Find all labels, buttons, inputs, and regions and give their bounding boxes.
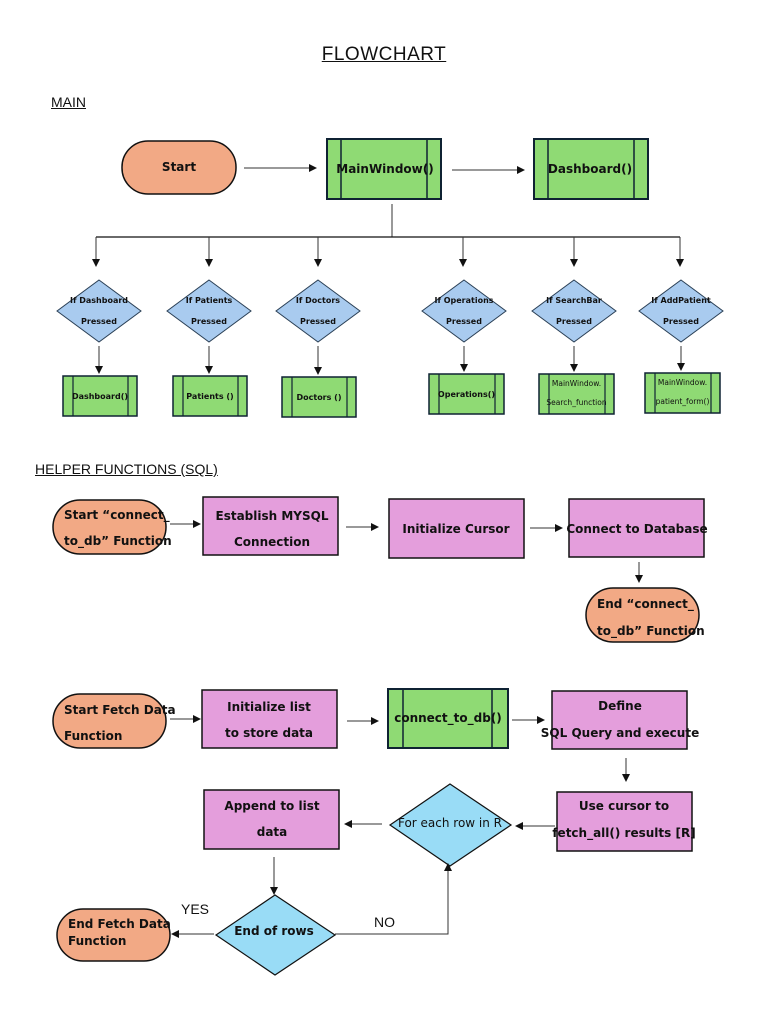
- initialize-list-process: Initialize list to store data: [201, 689, 338, 749]
- decision-label-line2: Pressed: [300, 317, 336, 326]
- connect-database-process: Connect to Database: [566, 498, 708, 558]
- define-query-process: Define SQL Query and execute: [541, 690, 699, 750]
- for-each-row-label: For each row in R: [398, 816, 502, 830]
- yes-label: YES: [181, 901, 209, 917]
- decision-label-line1: If SearchBar: [546, 296, 602, 305]
- action-label-line2: patient_form(): [656, 397, 710, 406]
- end-of-rows-decision: End of rows: [214, 894, 337, 976]
- connect-to-db-call-process: connect_to_db(): [387, 688, 509, 749]
- start-label: Start: [162, 160, 196, 174]
- end-of-rows-label: End of rows: [234, 924, 314, 938]
- append-to-list-process: Append to list data: [203, 789, 340, 850]
- decision-label-line1: If Patients: [186, 296, 233, 305]
- decision-label-line1: If AddPatient: [651, 296, 711, 305]
- no-label: NO: [374, 914, 395, 930]
- connect-start-terminal: Start “connect_ to_db” Function: [52, 499, 172, 555]
- action-label-line1: MainWindow.: [658, 378, 707, 387]
- dashboard-label: Dashboard(): [548, 162, 632, 176]
- initialize-cursor-label: Initialize Cursor: [402, 522, 509, 536]
- connect-end-line2: to_db” Function: [597, 624, 705, 639]
- connect-to-db-call-label: connect_to_db(): [394, 711, 502, 726]
- action-label-line2: Search_function: [546, 398, 606, 407]
- decision-diamond: [166, 279, 252, 343]
- action-label: Patients (): [186, 392, 233, 401]
- decision-label-line2: Pressed: [446, 317, 482, 326]
- action-label: Dashboard(): [72, 392, 128, 401]
- establish-connection-process: Establish MYSQL Connection: [202, 496, 339, 556]
- connect-start-line2: to_db” Function: [64, 534, 172, 549]
- decision-diamond: [56, 279, 142, 343]
- action-label-line1: MainWindow.: [552, 379, 601, 388]
- initialize-cursor-process: Initialize Cursor: [388, 498, 525, 559]
- initialize-list-line1: Initialize list: [227, 700, 311, 714]
- flowchart-title: FLOWCHART: [321, 44, 447, 65]
- connect-start-line1: Start “connect_: [64, 508, 170, 523]
- use-cursor-line2: fetch_all() results [R]: [552, 826, 695, 841]
- action-process: Doctors (): [281, 376, 357, 418]
- decision-diamond: [275, 279, 361, 343]
- decision-label-line1: If Operations: [434, 296, 493, 305]
- helper-section-heading: HELPER FUNCTIONS (SQL): [35, 461, 218, 477]
- append-line1: Append to list: [224, 799, 319, 813]
- fetch-end-terminal: End Fetch Data Function: [56, 908, 171, 962]
- use-cursor-line1: Use cursor to: [579, 799, 669, 813]
- decision-label-line2: Pressed: [81, 317, 117, 326]
- connect-database-label: Connect to Database: [566, 522, 707, 536]
- main-section-heading: MAIN: [51, 94, 86, 110]
- action-process: Patients (): [172, 375, 248, 417]
- connect-end-line1: End “connect_: [597, 597, 694, 612]
- initialize-list-line2: to store data: [225, 726, 313, 740]
- dashboard-process: Dashboard(): [533, 138, 649, 200]
- decision-label-line1: If Doctors: [296, 296, 340, 305]
- decision-diamond: [531, 279, 617, 343]
- decision-label-line2: Pressed: [663, 317, 699, 326]
- start-terminal: Start: [121, 140, 237, 195]
- mainwindow-label: MainWindow(): [336, 162, 433, 176]
- define-query-line2: SQL Query and execute: [541, 726, 699, 740]
- use-cursor-process: Use cursor to fetch_all() results [R]: [552, 791, 696, 852]
- fetch-start-line1: Start Fetch Data: [64, 703, 176, 717]
- establish-line2: Connection: [234, 535, 310, 549]
- fetch-start-line2: Function: [64, 729, 122, 743]
- fetch-end-line2: Function: [68, 934, 126, 948]
- mainwindow-process: MainWindow(): [326, 138, 442, 200]
- decision-label-line2: Pressed: [191, 317, 227, 326]
- decision-label-line2: Pressed: [556, 317, 592, 326]
- establish-line1: Establish MYSQL: [216, 509, 329, 523]
- decision-diamond: [421, 279, 507, 343]
- decision-label-line1: If Dashboard: [70, 296, 128, 305]
- action-process: Operations(): [428, 373, 505, 415]
- action-process: MainWindow. patient_form(): [644, 372, 721, 414]
- append-line2: data: [257, 825, 288, 839]
- action-label: Doctors (): [296, 393, 341, 402]
- for-each-row-decision: For each row in R: [388, 783, 513, 867]
- action-process: MainWindow. Search_function: [538, 373, 615, 415]
- arrow-no-loop: [335, 863, 452, 935]
- decision-diamond: [638, 279, 724, 343]
- define-query-line1: Define: [598, 699, 642, 713]
- connect-end-terminal: End “connect_ to_db” Function: [585, 587, 705, 643]
- action-label: Operations(): [438, 390, 495, 399]
- fetch-end-line1: End Fetch Data: [68, 917, 171, 931]
- fetch-start-terminal: Start Fetch Data Function: [52, 693, 176, 749]
- action-process: Dashboard(): [62, 375, 138, 417]
